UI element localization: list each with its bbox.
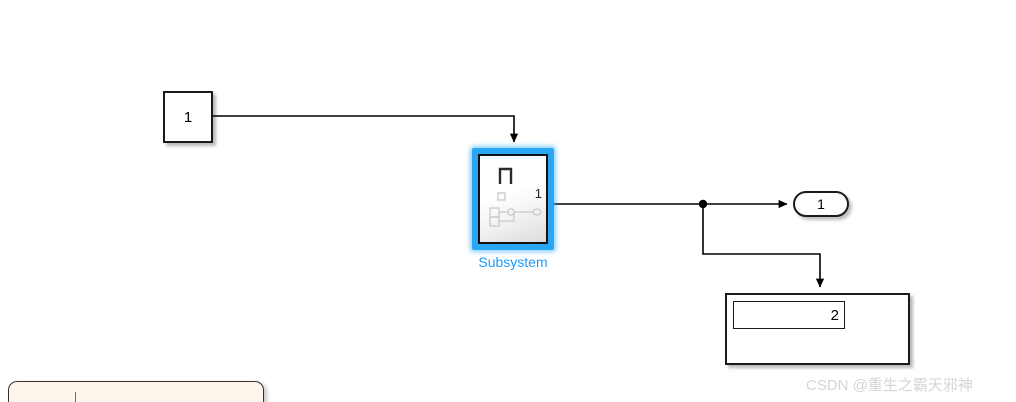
subsystem-output-port-number: 1: [534, 186, 542, 201]
constant-value: 1: [183, 108, 193, 126]
floating-hint-panel[interactable]: [8, 381, 264, 402]
wire-constant-to-subsystem[interactable]: [213, 115, 519, 143]
outport-block[interactable]: 1: [793, 191, 849, 217]
subsystem-glyph-icon: [489, 167, 542, 227]
hint-text-caret: [75, 392, 76, 402]
signal-branch-junction[interactable]: [698, 199, 708, 209]
watermark-text: CSDN @重生之霸天邪神: [806, 377, 973, 394]
subsystem-block[interactable]: 1 Subsystem: [472, 148, 554, 270]
display-value: 2: [830, 306, 839, 324]
constant-block[interactable]: 1: [163, 91, 213, 143]
subsystem-body[interactable]: 1: [478, 154, 548, 244]
subsystem-label[interactable]: Subsystem: [478, 254, 548, 270]
display-value-field[interactable]: 2: [733, 301, 845, 329]
outport-value: 1: [817, 196, 825, 212]
display-block[interactable]: 2: [725, 293, 910, 365]
